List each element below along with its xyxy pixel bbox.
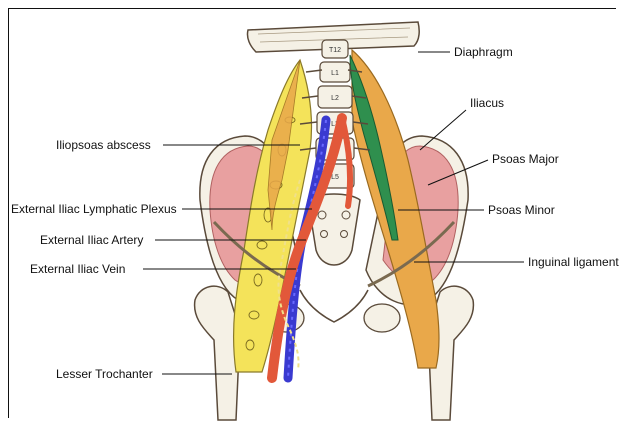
label-iliacus: Iliacus bbox=[470, 96, 504, 110]
pubic-arch bbox=[300, 290, 368, 322]
vertebra-label: L2 bbox=[331, 95, 339, 102]
label-psoas-major: Psoas Major bbox=[492, 152, 559, 166]
label-external-iliac-lymphatic-plexus: External Iliac Lymphatic Plexus bbox=[11, 202, 177, 216]
label-external-iliac-vein: External Iliac Vein bbox=[30, 262, 125, 276]
vertebra-label: L1 bbox=[331, 70, 339, 77]
left-femur-bone bbox=[195, 286, 240, 420]
label-iliopsoas-abscess: Iliopsoas abscess bbox=[56, 138, 151, 152]
label-diaphragm: Diaphragm bbox=[454, 45, 513, 59]
vertebra-label: L5 bbox=[331, 174, 339, 181]
label-lesser-trochanter: Lesser Trochanter bbox=[56, 367, 153, 381]
vertebra-label: T12 bbox=[329, 47, 341, 54]
label-inguinal-ligament: Inguinal ligament bbox=[528, 255, 619, 269]
right-obturator-foramen bbox=[364, 304, 400, 332]
label-psoas-minor: Psoas Minor bbox=[488, 203, 555, 217]
label-external-iliac-artery: External Iliac Artery bbox=[40, 233, 143, 247]
